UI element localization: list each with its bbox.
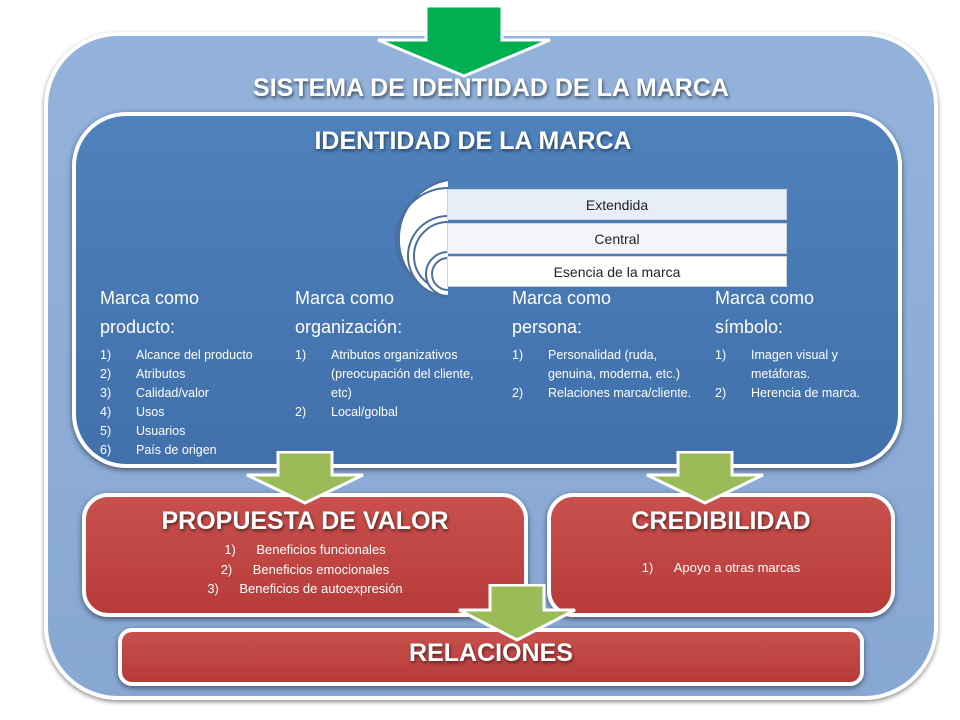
column-title: organización: (295, 317, 403, 337)
column-persona: Marca como persona: 1)Personalidad (ruda… (512, 284, 707, 403)
column-simbolo: Marca como símbolo: 1)Imagen visual y me… (715, 284, 890, 403)
column-title: Marca como (100, 288, 200, 308)
layer-central: Central (447, 223, 787, 254)
list-item: 2)Local/golbal (295, 405, 398, 419)
list-item: 4)Usos (100, 405, 165, 419)
propuesta-valor-title: PROPUESTA DE VALOR (161, 507, 449, 535)
identidad-title: IDENTIDAD DE LA MARCA (314, 127, 632, 155)
propuesta-valor-list: 1)Beneficios funcionales 2)Beneficios em… (86, 540, 524, 599)
list-item: 2)Atributos (100, 367, 186, 381)
arrow-down-icon (246, 451, 364, 505)
credibilidad-box: CREDIBILIDAD 1)Apoyo a otras marcas (547, 493, 895, 617)
layer-extendida: Extendida (447, 189, 787, 220)
column-title: producto: (100, 317, 176, 337)
column-title: Marca como (512, 288, 612, 308)
list-item: 1)Imagen visual y metáforas. (715, 348, 838, 381)
column-producto: Marca como producto: 1)Alcance del produ… (100, 284, 280, 460)
column-title: símbolo: (715, 317, 784, 337)
list-item: 2)Beneficios emocionales (220, 561, 390, 577)
arrow-down-icon (458, 584, 576, 642)
list-item: 6)País de origen (100, 443, 217, 457)
relaciones-box: RELACIONES (118, 628, 864, 686)
list-item: 1)Apoyo a otras marcas (641, 560, 801, 575)
list-item: 5)Usuarios (100, 424, 186, 438)
list-item: 2)Relaciones marca/cliente. (512, 386, 692, 400)
relaciones-title: RELACIONES (409, 639, 573, 667)
column-title: Marca como (715, 288, 815, 308)
list-item: 1)Alcance del producto (100, 348, 253, 362)
credibilidad-list: 1)Apoyo a otras marcas (551, 558, 891, 578)
column-organizacion: Marca como organización: 1)Atributos org… (295, 284, 490, 422)
list-item: 1)Personalidad (ruda, genuina, moderna, … (512, 348, 681, 381)
arrow-down-icon (377, 6, 551, 78)
list-item: 3)Beneficios de autoexpresión (207, 581, 403, 596)
propuesta-valor-box: PROPUESTA DE VALOR 1)Beneficios funciona… (82, 493, 528, 617)
layer-esencia: Esencia de la marca (447, 256, 787, 287)
concentric-arcs-icon (395, 179, 449, 299)
credibilidad-title: CREDIBILIDAD (631, 507, 811, 535)
list-item: 2)Herencia de marca. (715, 386, 861, 400)
list-item: 1)Beneficios funcionales (224, 542, 386, 557)
column-title: Marca como (295, 288, 395, 308)
list-item: 1)Atributos organizativos (preocupación … (295, 348, 474, 400)
list-item: 3)Calidad/valor (100, 386, 209, 400)
column-title: persona: (512, 317, 583, 337)
identidad-container (72, 112, 902, 468)
sistema-title: SISTEMA DE IDENTIDAD DE LA MARCA (253, 74, 729, 102)
arrow-down-icon (646, 451, 764, 505)
